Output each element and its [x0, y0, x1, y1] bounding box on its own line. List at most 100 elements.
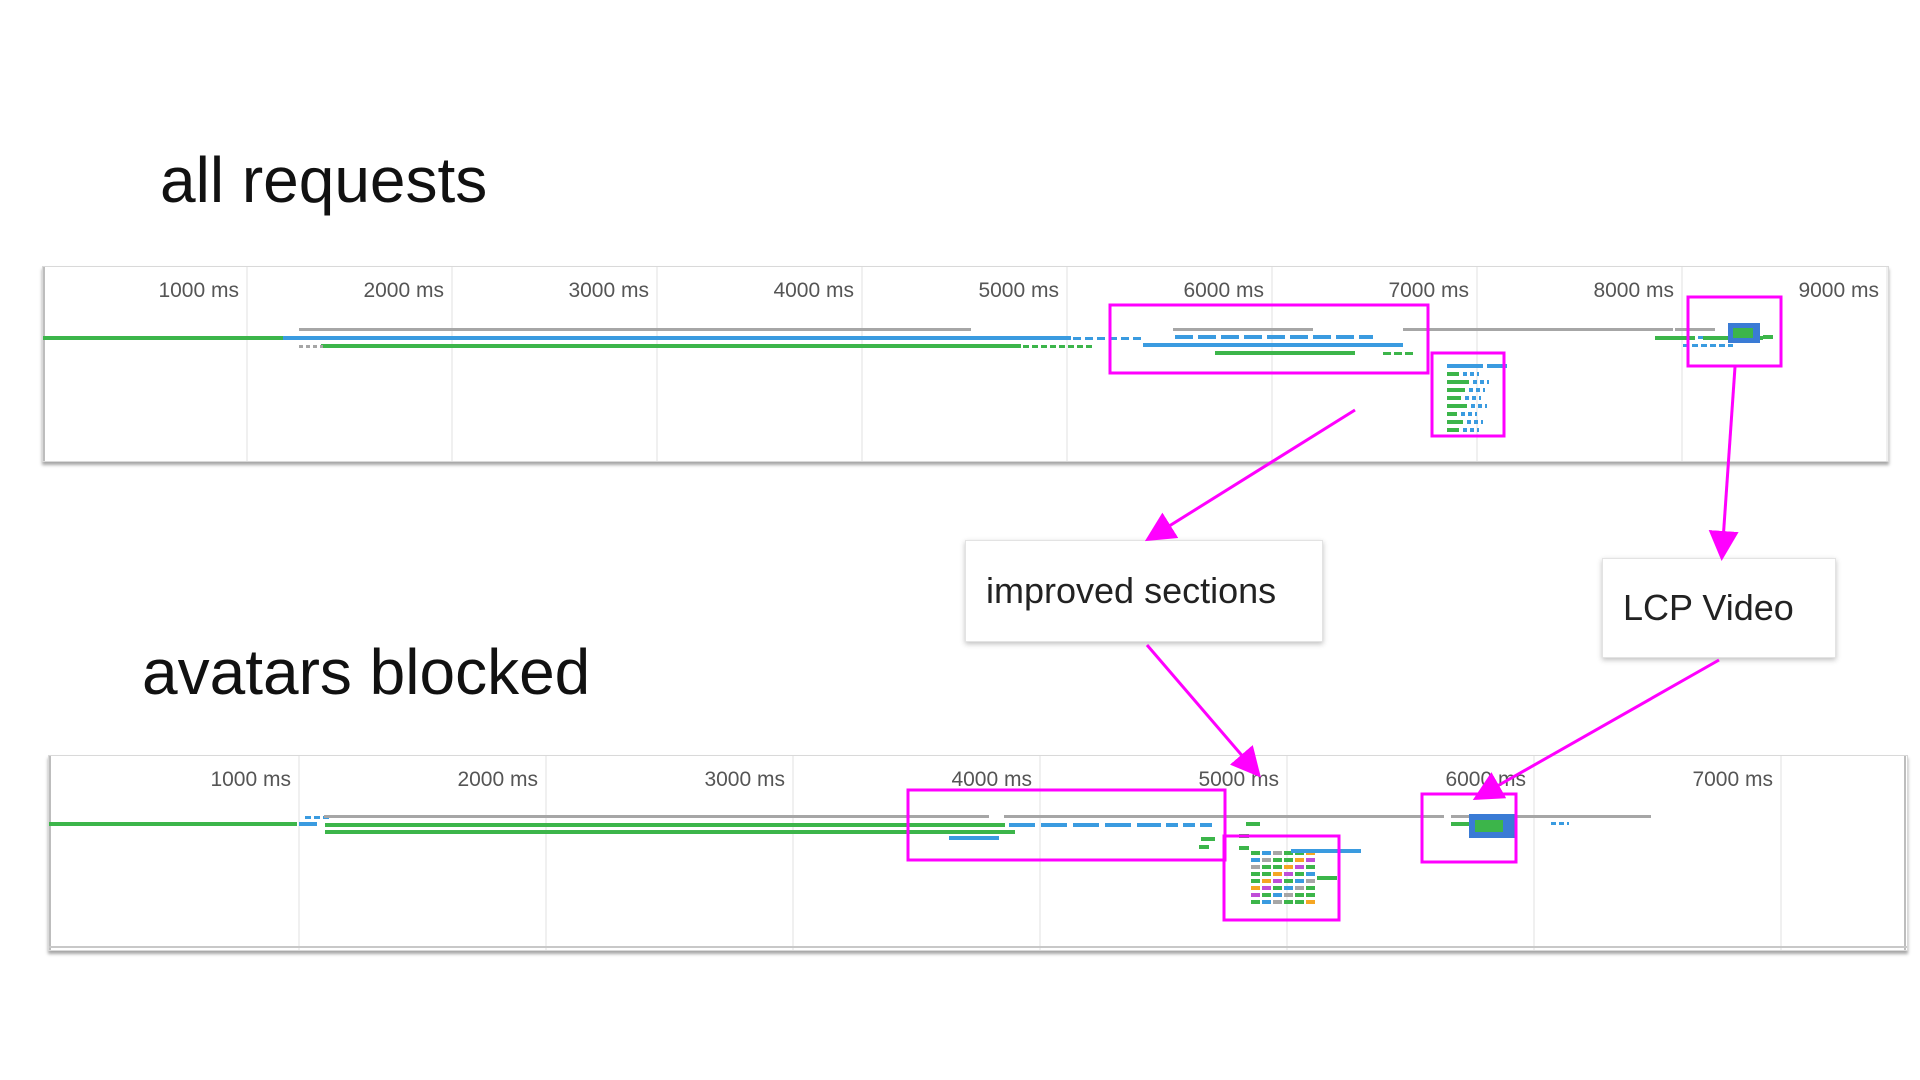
- request-bar: [313, 345, 317, 348]
- tick-label: 3000 ms: [704, 768, 785, 791]
- request-bar: [1199, 845, 1209, 849]
- request-bar: [1485, 404, 1487, 408]
- request-bar: [1009, 823, 1035, 827]
- callout-improved-sections-label: improved sections: [986, 570, 1277, 611]
- request-bar: [1173, 328, 1313, 331]
- request-bar: [1273, 872, 1282, 876]
- title-avatars-blocked: avatars blocked: [142, 636, 591, 708]
- request-bar: [1472, 396, 1476, 400]
- request-bar: [1306, 858, 1315, 862]
- request-bar: [1306, 872, 1315, 876]
- request-bar: [1137, 823, 1149, 827]
- request-bar: [1306, 886, 1315, 890]
- request-bar: [299, 822, 317, 826]
- request-bar: [1143, 343, 1403, 347]
- request-bar: [1692, 344, 1698, 347]
- request-bar: [1295, 886, 1304, 890]
- request-bar: [1273, 865, 1282, 869]
- request-bar: [1567, 822, 1569, 825]
- tick-label: 9000 ms: [1798, 279, 1879, 302]
- request-bar: [1447, 396, 1461, 400]
- request-bar: [1262, 900, 1271, 904]
- request-bar: [1710, 344, 1716, 347]
- request-bar: [1284, 893, 1293, 897]
- request-bar: [1468, 412, 1472, 416]
- request-bar: [1251, 865, 1260, 869]
- request-bar: [1267, 335, 1285, 339]
- request-bar: [1463, 428, 1467, 432]
- request-bar: [1251, 851, 1260, 855]
- request-bar: [1149, 823, 1161, 827]
- callout-lcp-video: LCP Video: [1602, 558, 1836, 658]
- request-bar: [1198, 335, 1216, 339]
- request-bar: [1359, 335, 1373, 339]
- request-bar: [291, 336, 1071, 340]
- request-bar: [1086, 345, 1092, 348]
- request-bar: [1447, 420, 1463, 424]
- tick-label: 2000 ms: [457, 768, 538, 791]
- request-bar: [325, 830, 1015, 834]
- request-bar: [1733, 328, 1753, 338]
- request-bar: [1239, 846, 1249, 850]
- request-bar: [1701, 344, 1707, 347]
- request-bar: [1461, 412, 1465, 416]
- request-bar: [1273, 851, 1282, 855]
- tick-label: 4000 ms: [951, 768, 1032, 791]
- request-bar: [1004, 815, 1444, 818]
- request-bar: [1251, 886, 1260, 890]
- request-bar: [1284, 900, 1293, 904]
- request-bar: [1475, 412, 1477, 416]
- request-bar: [321, 344, 1021, 348]
- tick-label: 8000 ms: [1593, 279, 1674, 302]
- tick-label: 6000 ms: [1183, 279, 1264, 302]
- request-bar: [1451, 815, 1651, 818]
- request-bar: [1284, 879, 1293, 883]
- request-bar: [1447, 364, 1483, 368]
- request-bar: [1683, 344, 1689, 347]
- request-bar: [1306, 879, 1315, 883]
- request-bar: [1200, 823, 1212, 827]
- request-bar: [1215, 351, 1355, 355]
- request-bar: [325, 823, 1005, 827]
- request-bar: [1483, 388, 1485, 392]
- request-bar: [1471, 404, 1475, 408]
- request-bar: [1023, 345, 1029, 348]
- request-bar: [1477, 372, 1479, 376]
- request-bar: [1273, 900, 1282, 904]
- request-bar: [1284, 858, 1293, 862]
- request-bar: [1295, 858, 1304, 862]
- request-bar: [1262, 858, 1271, 862]
- request-bar: [1447, 372, 1459, 376]
- request-bar: [1551, 822, 1556, 825]
- request-bar: [1473, 380, 1477, 384]
- request-bar: [1763, 335, 1773, 339]
- request-bar: [1306, 865, 1315, 869]
- request-bar: [1295, 879, 1304, 883]
- request-bar: [1121, 337, 1129, 340]
- request-bar: [1290, 335, 1308, 339]
- request-bar: [1470, 428, 1474, 432]
- request-bar: [49, 822, 297, 826]
- request-bar: [1313, 335, 1331, 339]
- tick-label: 5000 ms: [978, 279, 1059, 302]
- tick-label: 6000 ms: [1445, 768, 1526, 791]
- request-bar: [1073, 337, 1081, 340]
- request-bar: [299, 328, 971, 331]
- request-bar: [324, 815, 989, 818]
- request-bar: [1073, 823, 1099, 827]
- request-bar: [1474, 420, 1478, 424]
- request-bar: [1273, 886, 1282, 890]
- request-bar: [1447, 428, 1459, 432]
- request-bar: [1262, 872, 1271, 876]
- tick-label: 2000 ms: [363, 279, 444, 302]
- request-bar: [1481, 420, 1483, 424]
- arrow-improved-to-bottom: [1145, 644, 1261, 778]
- request-bar: [1109, 337, 1117, 340]
- request-bar: [1478, 404, 1482, 408]
- request-bar: [1403, 328, 1673, 331]
- request-bar: [1273, 858, 1282, 862]
